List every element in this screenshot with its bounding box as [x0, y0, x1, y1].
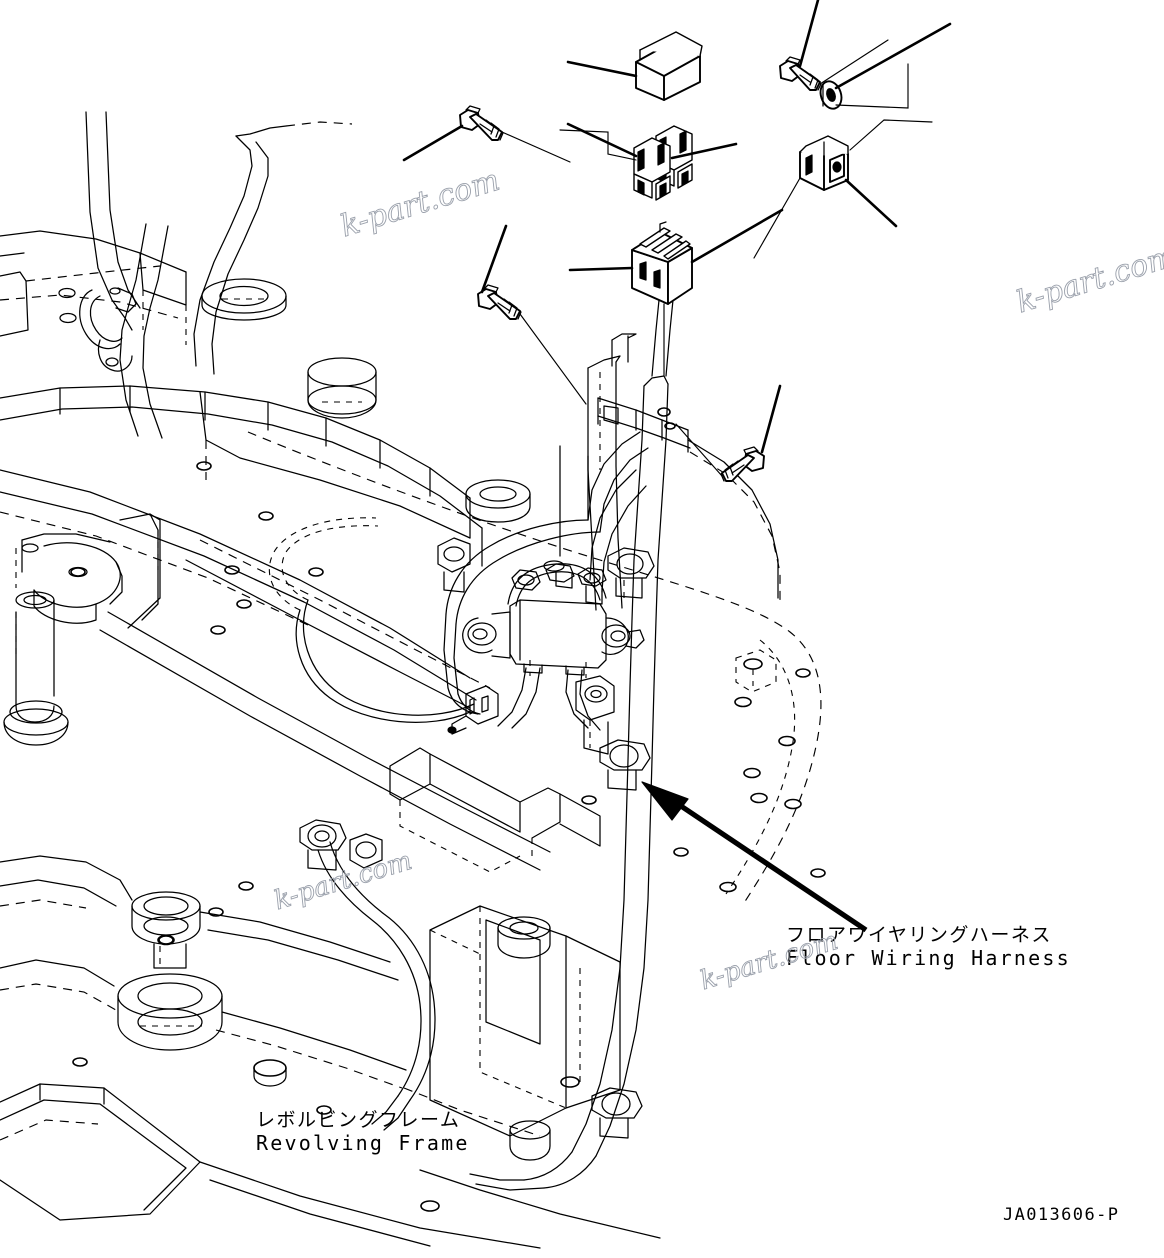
- hex-bolt-right: [720, 446, 765, 482]
- drawing-number: JA013606-P: [1003, 1205, 1120, 1225]
- leader-lines: [402, 0, 952, 477]
- harness-cable-lower-left: [299, 819, 436, 1131]
- deck-oval-boss-right: [465, 479, 531, 523]
- ribbed-connector-block: [631, 221, 693, 305]
- floor-wiring-harness-cable: [571, 261, 677, 1157]
- harness-clamp-upper-right: [607, 547, 655, 599]
- floor-harness-callout-arrow: [641, 781, 868, 933]
- valve-top-fittings: [511, 560, 607, 605]
- frame-post-left: [3, 591, 69, 746]
- twin-relay-connectors: [633, 125, 693, 201]
- deck-right-edge: [687, 439, 781, 606]
- frame-diagonal-beam: [0, 469, 477, 701]
- frame-upper-left-deck: [0, 230, 187, 345]
- deck-round-boss-mid: [307, 357, 377, 419]
- hex-bolt-upper-left: [459, 105, 504, 141]
- floor-wiring-harness-label: フロアワイヤリングハーネス Floor Wiring Harness: [786, 925, 1071, 970]
- harness-branch-center: [268, 517, 601, 723]
- deck-small-boss: [735, 649, 777, 693]
- harness-clamp-lower: [591, 1087, 643, 1139]
- relay-box: [635, 31, 703, 101]
- harness-clamp-mid: [599, 739, 651, 791]
- frame-lower-center: [420, 905, 621, 1212]
- frame-boss-platform-left: [15, 513, 161, 629]
- revolving-frame-label-jp: レボルビングフレーム: [256, 1109, 461, 1131]
- harness-clamp-upper-left: [79, 287, 137, 372]
- frame-right-plate: [597, 397, 691, 453]
- frame-detail-upper-middle: [59, 385, 589, 567]
- valve-module: [462, 560, 645, 731]
- hex-bolt-upper-right: [779, 56, 822, 91]
- frame-center-rails: [99, 539, 601, 873]
- deck-bolt-hole-field: [581, 649, 826, 893]
- harness-connector-block-left: [447, 685, 499, 735]
- boom-mount-bosses: [0, 855, 407, 1115]
- harness-lower-junction: [469, 1151, 597, 1191]
- frame-bottom-rails: [199, 1087, 661, 1249]
- revolving-frame-label: レボルビングフレーム Revolving Frame: [256, 1110, 470, 1155]
- deck-hole-field-center: [70, 461, 324, 635]
- revolving-frame-assembly: [0, 111, 826, 1249]
- floor-wiring-harness-label-jp: フロアワイヤリングハーネス: [786, 924, 1052, 946]
- swing-ring-boss: [201, 278, 287, 321]
- harness-cable-upper-left: [85, 111, 353, 439]
- hex-bolt-mid-left: [477, 284, 522, 320]
- frame-upper-deck-plate: [0, 278, 483, 746]
- frame-bottom-plate: [0, 1083, 201, 1221]
- mounting-bracket: [799, 135, 849, 191]
- harness-connector-block-lower: [575, 675, 615, 755]
- swing-circle-arc: [247, 431, 822, 907]
- revolving-frame-label-en: Revolving Frame: [256, 1130, 470, 1155]
- floor-wiring-harness-label-en: Floor Wiring Harness: [786, 945, 1071, 970]
